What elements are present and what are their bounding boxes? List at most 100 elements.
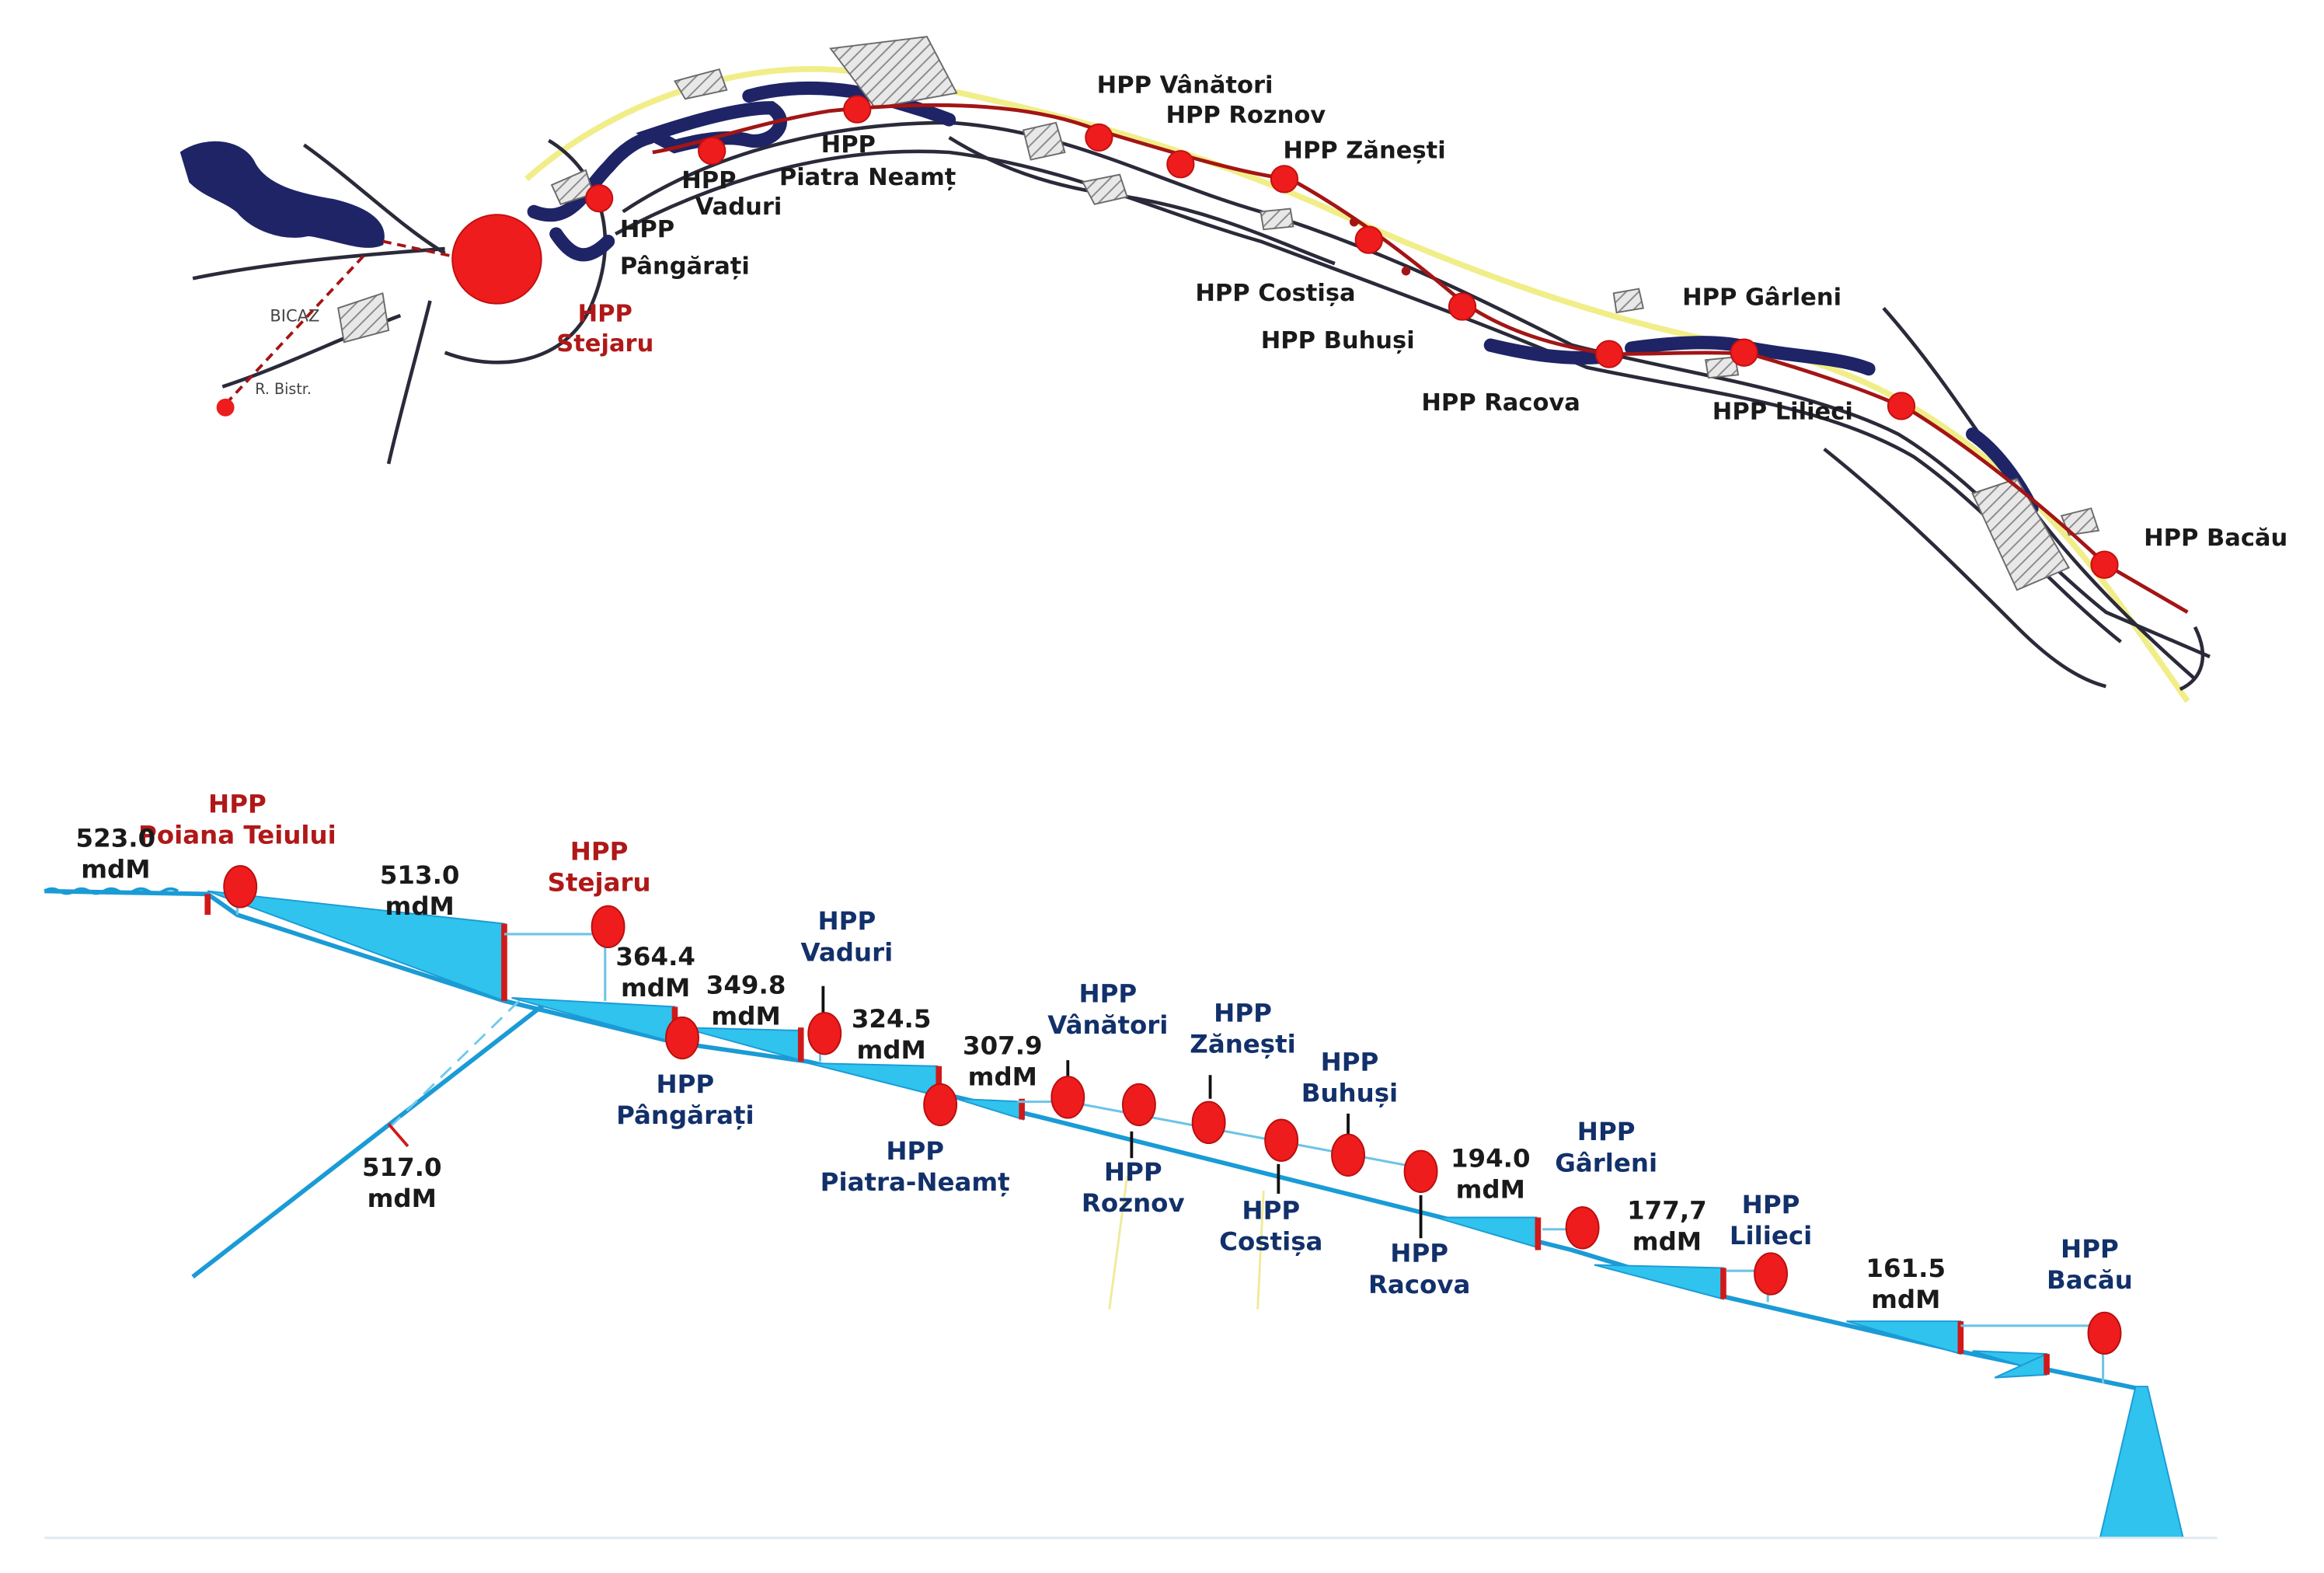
profile-plant-label: Roznov bbox=[1082, 1188, 1185, 1218]
town-label: R. Bistr. bbox=[255, 381, 312, 398]
power-plant-marker bbox=[1730, 338, 1758, 367]
map-plant-label-buhusi: HPP Buhuși bbox=[1261, 327, 1415, 354]
tributary bbox=[191, 999, 550, 1279]
power-plant-marker bbox=[2090, 550, 2119, 579]
profile-plant-label: Zănești bbox=[1190, 1030, 1295, 1059]
map-plant-label-bacau: HPP Bacău bbox=[2144, 525, 2287, 552]
profile-plant-label: HPP bbox=[886, 1136, 944, 1166]
elevation-label: 364.4 bbox=[615, 942, 695, 971]
profile-plant-label: HPP bbox=[818, 906, 876, 936]
power-plant-bacau bbox=[2087, 1311, 2122, 1355]
power-plant-lilieci bbox=[1754, 1252, 1788, 1296]
road-line bbox=[615, 149, 2122, 644]
profile-plant-label: Vânători bbox=[1047, 1010, 1168, 1040]
town-area bbox=[1612, 288, 1645, 314]
power-plant-costisa bbox=[1264, 1118, 1299, 1162]
map-plant-label-racova: HPP Racova bbox=[1421, 389, 1580, 417]
town-area bbox=[1022, 121, 1066, 161]
power-plant-marker bbox=[1448, 292, 1477, 321]
profile-plant-label: Poiana Teiului bbox=[138, 820, 336, 849]
profile-plant-label: HPP bbox=[2061, 1234, 2119, 1264]
reservoir-head bbox=[1846, 1320, 1962, 1355]
longitudinal-profile bbox=[44, 865, 2218, 1540]
map-plant-label-roznov: HPP Roznov bbox=[1165, 102, 1326, 129]
reservoir-head bbox=[1594, 1264, 1724, 1300]
road-line bbox=[192, 246, 445, 281]
elevation-label: 517.0 bbox=[362, 1153, 442, 1182]
elevation-label: mdM bbox=[1871, 1285, 1940, 1314]
river-reach bbox=[1483, 338, 1609, 364]
power-plant-zanesti bbox=[1191, 1100, 1226, 1145]
town-area bbox=[1081, 173, 1128, 205]
power-plant-marker bbox=[216, 398, 235, 417]
profile-plant-label: HPP bbox=[1078, 979, 1137, 1009]
road-line bbox=[1882, 306, 2197, 681]
map-plant-label-pangarati: HPP Pângărați bbox=[620, 216, 750, 281]
map-plant-label: Pângărați bbox=[620, 253, 750, 281]
profile-plant-label: Pângărați bbox=[616, 1100, 754, 1130]
profile-plant-label: Racova bbox=[1368, 1270, 1470, 1299]
profile-plant-label: Piatra-Neamț bbox=[821, 1167, 1010, 1197]
profile-plant-label: HPP bbox=[1104, 1157, 1162, 1187]
profile-plant-label: Buhuși bbox=[1301, 1079, 1398, 1108]
guide-line bbox=[1108, 1175, 1129, 1310]
map-plant-label: HPP Roznov bbox=[1165, 102, 1326, 129]
elevation-label: 523.0 bbox=[76, 823, 156, 853]
map-plant-label: HPP Bacău bbox=[2144, 525, 2287, 552]
elevation-label: 161.5 bbox=[1866, 1254, 1946, 1283]
profile-plant-label: Bacău bbox=[2047, 1265, 2133, 1295]
map-plant-label: HPP Costișa bbox=[1195, 280, 1355, 307]
power-plant-buhusi bbox=[1331, 1133, 1365, 1177]
profile-plant-label: Gârleni bbox=[1555, 1148, 1657, 1177]
map-plant-label: HPP bbox=[578, 301, 632, 328]
road-line bbox=[622, 120, 2211, 659]
elevation-label: mdM bbox=[856, 1035, 925, 1065]
map-plant-label: HPP bbox=[620, 216, 674, 243]
power-plant-marker bbox=[451, 214, 542, 305]
elevation-label: 324.5 bbox=[852, 1004, 932, 1034]
map-plant-label: HPP Racova bbox=[1421, 389, 1580, 417]
power-plant-poiana bbox=[223, 865, 258, 909]
road-line bbox=[2179, 626, 2205, 692]
power-plant-marker bbox=[1270, 165, 1299, 194]
power-plant-roznov bbox=[1121, 1083, 1156, 1127]
map-plant-label-vanatori: HPP Vânători bbox=[1097, 72, 1273, 99]
road-line bbox=[948, 135, 1336, 266]
town-area bbox=[1260, 208, 1294, 231]
town-area bbox=[337, 292, 390, 344]
power-plant-garleni bbox=[1565, 1206, 1600, 1250]
power-plant-marker bbox=[1887, 392, 1916, 420]
reservoir-head bbox=[1435, 1216, 1538, 1248]
power-plant-marker bbox=[843, 95, 872, 124]
power-plant-marker bbox=[1354, 225, 1383, 254]
reservoir-head bbox=[956, 1097, 1024, 1121]
reservoir-head bbox=[207, 890, 505, 1003]
map-plant-label-garleni: HPP Gârleni bbox=[1682, 284, 1841, 312]
river-bed bbox=[44, 888, 2137, 1390]
road-line bbox=[386, 300, 432, 465]
channel-node bbox=[1349, 217, 1359, 227]
elevation-label: 194.0 bbox=[1451, 1144, 1531, 1174]
power-plant-marker bbox=[584, 184, 614, 213]
reservoir-head bbox=[808, 1062, 939, 1097]
tunnel bbox=[382, 239, 453, 258]
map-plant-label: HPP bbox=[821, 131, 876, 159]
